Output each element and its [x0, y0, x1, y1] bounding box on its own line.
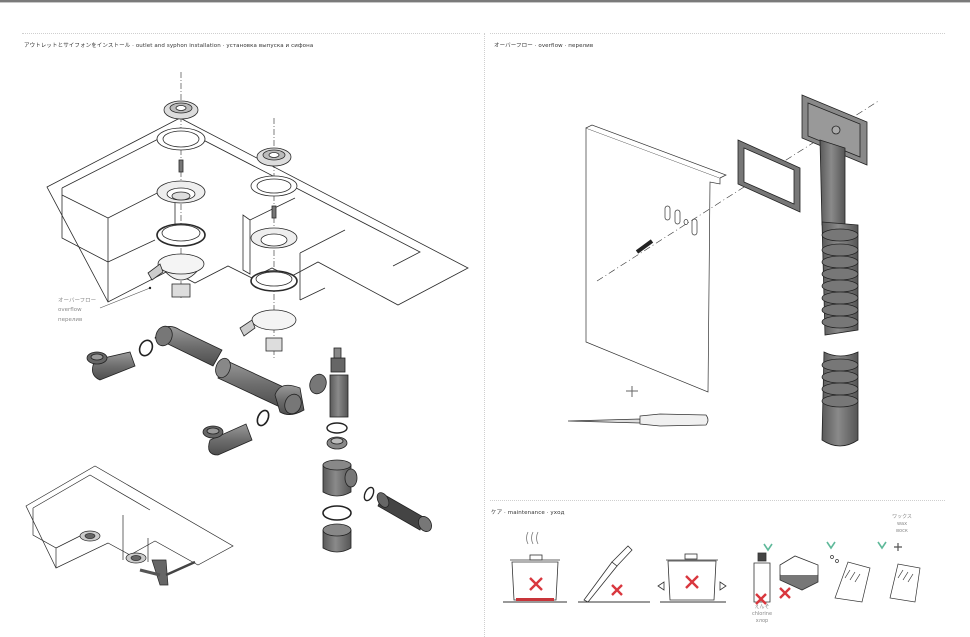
knife-forbidden-icon: [578, 545, 650, 603]
top-border: [0, 0, 970, 2]
screwdriver-icon: [567, 413, 709, 427]
overflow-callout-ru: перелив: [58, 317, 83, 323]
sliding-pot-forbidden-icon: [657, 553, 727, 603]
wax-label-jp: ワックス: [892, 514, 912, 520]
section-divider-maintenance: [490, 500, 945, 501]
overflow-callout-line: [99, 287, 151, 309]
wax-cloth-allowed-icon: [877, 541, 921, 603]
overflow-gasket: [737, 139, 801, 213]
outlet-section-title: アウトレットとサイフォンをインストール · outlet and syphon …: [24, 43, 314, 49]
screwdriver-plus-icon: [626, 386, 638, 397]
overflow-panel: [585, 99, 881, 393]
chlorine-label-en: chlorine: [751, 611, 773, 617]
maintenance-section-title: ケア · maintenance · уход: [491, 510, 565, 516]
double-sink-exploded: [46, 72, 469, 360]
chlorine-label-jp: えんそ: [754, 604, 770, 610]
sponge-allowed-icon: [763, 543, 819, 599]
left-outlet-parts: [147, 100, 206, 298]
wax-label-en: wax: [896, 521, 908, 527]
overflow-callout-jp: オーバーフロー: [58, 298, 97, 304]
assembled-sink: [25, 465, 234, 586]
chlorine-bottle-forbidden-icon: [753, 552, 771, 605]
top-border-shadow: [0, 2, 970, 3]
right-outlet-parts: [239, 147, 298, 352]
wax-label-ru: воск: [896, 528, 908, 534]
hot-pot-forbidden-icon: [503, 531, 567, 603]
chlorine-label-ru: хлор: [755, 618, 769, 624]
section-divider-outlet: [22, 33, 480, 34]
column-divider: [484, 33, 485, 637]
overflow-section-title: オーバーフロー · overflow · перелив: [494, 43, 594, 49]
section-divider-overflow: [490, 33, 945, 34]
overflow-callout-en: overflow: [58, 307, 82, 313]
syphon-pipes: [86, 325, 432, 553]
overflow-hose: [801, 94, 868, 447]
wet-cloth-allowed-icon: [826, 541, 871, 603]
